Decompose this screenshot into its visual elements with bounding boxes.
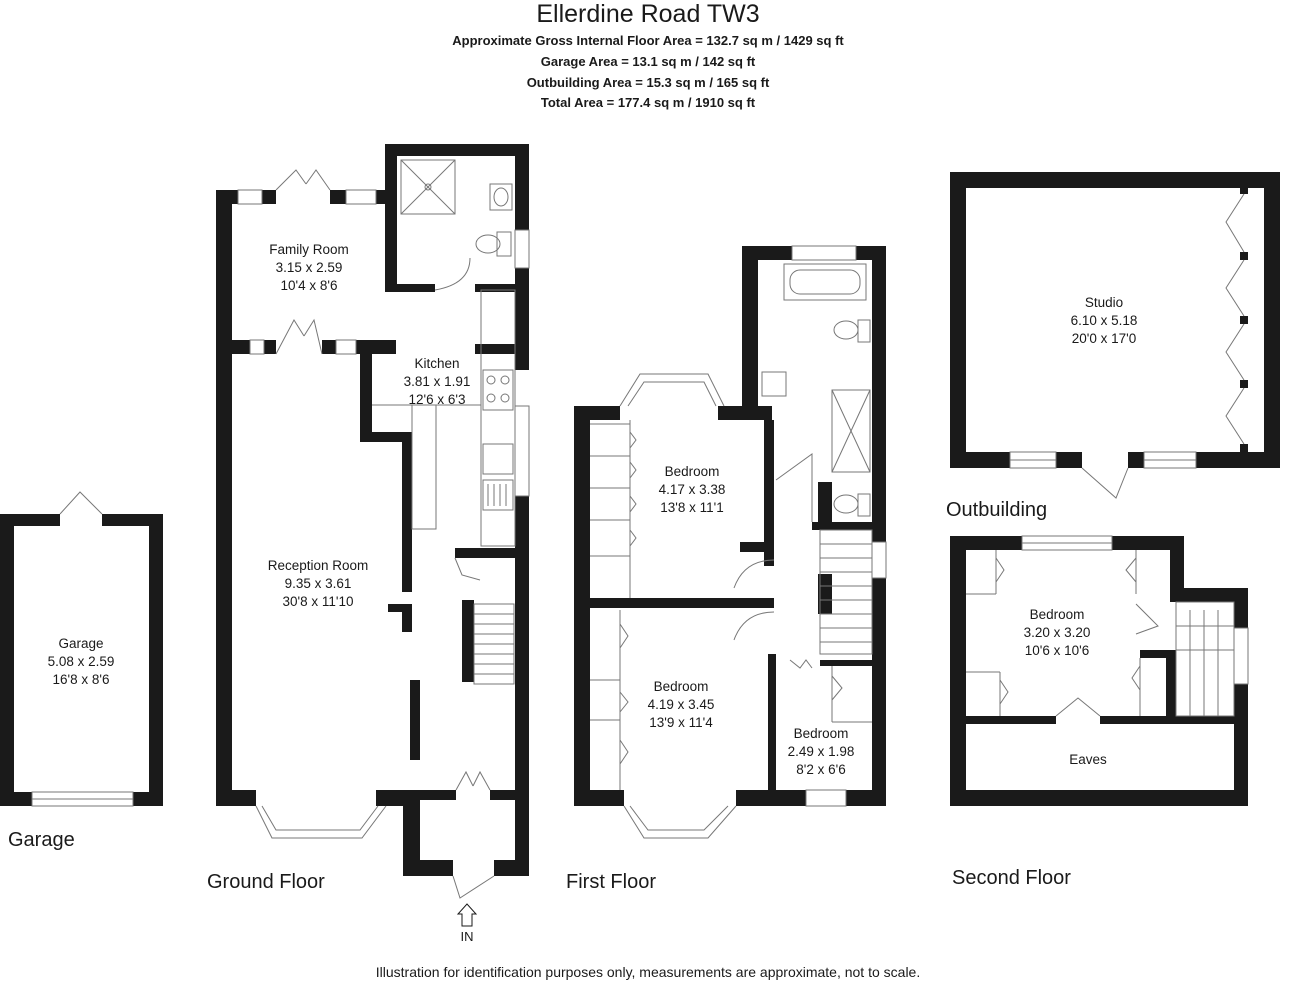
room-imperial: 20'0 x 17'0 [1072, 331, 1136, 346]
room-name: Bedroom [665, 464, 720, 479]
room-imperial: 8'2 x 6'6 [796, 762, 845, 777]
room-metric: 6.10 x 5.18 [1071, 313, 1138, 328]
outbuilding-area-line: Outbuilding Area = 15.3 sq m / 165 sq ft [526, 75, 770, 90]
first-floor-fixtures [590, 245, 887, 839]
garage-plan [0, 514, 163, 806]
room-name: Kitchen [414, 356, 459, 371]
room-imperial: 16'8 x 8'6 [53, 672, 110, 687]
room-metric: 4.17 x 3.38 [659, 482, 726, 497]
room-studio: Studio 6.10 x 5.18 20'0 x 17'0 [1071, 295, 1138, 346]
outbuilding-plan [950, 172, 1280, 468]
room-metric: 3.15 x 2.59 [276, 260, 343, 275]
room-imperial: 13'8 x 11'1 [660, 500, 723, 515]
floor-area-line: Approximate Gross Internal Floor Area = … [452, 33, 844, 48]
room-imperial: 10'4 x 8'6 [281, 278, 338, 293]
room-name: Eaves [1069, 752, 1107, 767]
room-family-room: Family Room 3.15 x 2.59 10'4 x 8'6 [269, 242, 349, 293]
room-bedroom-4: Bedroom 3.20 x 3.20 10'6 x 10'6 [1024, 607, 1091, 658]
ground-floor-plan [216, 144, 529, 876]
garage-area-line: Garage Area = 13.1 sq m / 142 sq ft [540, 54, 756, 69]
ground-floor-fixtures [237, 159, 530, 899]
floor-label-second: Second Floor [952, 867, 1071, 889]
second-floor-fixtures [966, 535, 1249, 717]
entrance-marker: IN [456, 903, 478, 944]
room-reception: Reception Room 9.35 x 3.61 30'8 x 11'10 [268, 558, 369, 609]
floor-label-first: First Floor [566, 871, 656, 893]
room-bedroom-1: Bedroom 4.17 x 3.38 13'8 x 11'1 [659, 464, 726, 515]
room-metric: 9.35 x 3.61 [285, 576, 352, 591]
floor-label-outbuilding: Outbuilding [946, 499, 1047, 521]
room-name: Garage [58, 636, 103, 651]
room-garage: Garage 5.08 x 2.59 16'8 x 8'6 [48, 636, 115, 687]
room-imperial: 12'6 x 6'3 [409, 392, 466, 407]
entrance-label: IN [461, 929, 474, 944]
room-eaves: Eaves [1069, 752, 1107, 767]
plan-title: Ellerdine Road TW3 [536, 0, 760, 28]
room-metric: 3.20 x 3.20 [1024, 625, 1091, 640]
entrance-arrow-icon [456, 903, 478, 927]
room-metric: 3.81 x 1.91 [404, 374, 471, 389]
room-metric: 5.08 x 2.59 [48, 654, 115, 669]
room-bedroom-2: Bedroom 4.19 x 3.45 13'9 x 11'4 [648, 679, 715, 730]
room-imperial: 30'8 x 11'10 [283, 594, 354, 609]
room-name: Bedroom [794, 726, 849, 741]
room-imperial: 13'9 x 11'4 [649, 715, 713, 730]
room-imperial: 10'6 x 10'6 [1025, 643, 1089, 658]
disclaimer: Illustration for identification purposes… [375, 964, 921, 980]
room-name: Family Room [269, 242, 349, 257]
room-metric: 4.19 x 3.45 [648, 697, 715, 712]
room-metric: 2.49 x 1.98 [788, 744, 855, 759]
room-name: Studio [1085, 295, 1123, 310]
room-name: Bedroom [654, 679, 709, 694]
garage-fixtures [31, 491, 134, 807]
room-kitchen: Kitchen 3.81 x 1.91 12'6 x 6'3 [404, 356, 471, 407]
room-name: Reception Room [268, 558, 369, 573]
room-name: Bedroom [1030, 607, 1085, 622]
total-area-line: Total Area = 177.4 sq m / 1910 sq ft [540, 95, 756, 110]
floor-label-ground: Ground Floor [207, 871, 325, 893]
first-floor-plan [574, 246, 886, 806]
room-bedroom-3: Bedroom 2.49 x 1.98 8'2 x 6'6 [788, 726, 855, 777]
second-floor-plan [950, 536, 1248, 806]
floor-label-garage: Garage [8, 829, 75, 851]
outbuilding-fixtures [1009, 193, 1245, 499]
